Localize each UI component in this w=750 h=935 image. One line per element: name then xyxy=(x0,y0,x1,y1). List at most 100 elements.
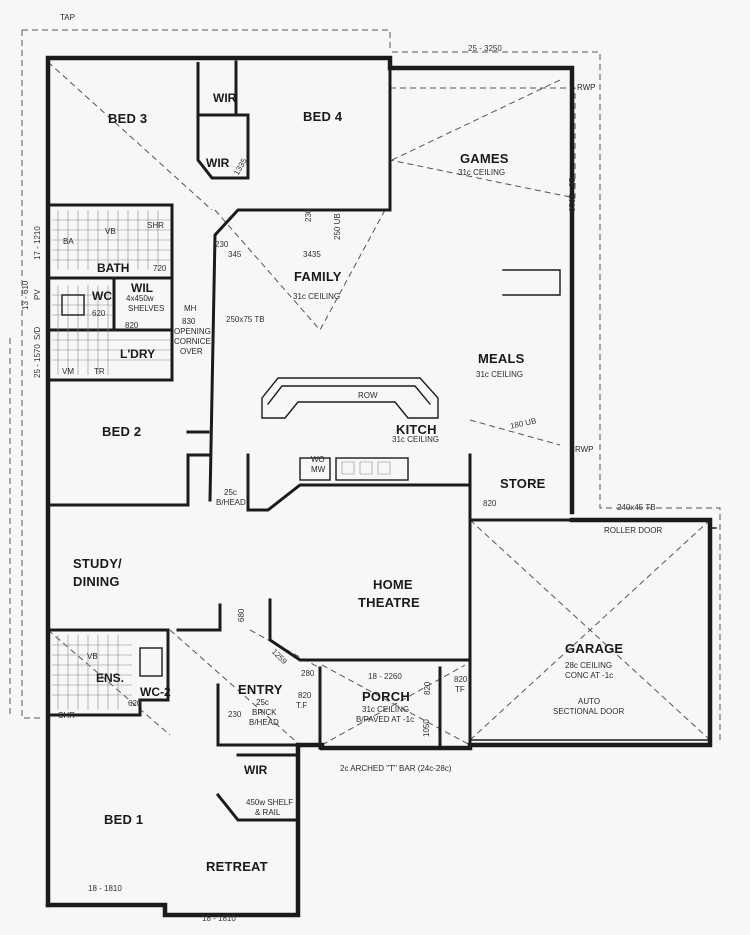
ens-vb-label: VB xyxy=(87,652,98,661)
garage-doors xyxy=(469,269,717,741)
family-ceiling-note: 31c CEILING xyxy=(293,292,341,301)
room-bed-2: BED 2 xyxy=(102,424,142,439)
shelf-note-1: 450w SHELF xyxy=(246,798,294,807)
roller-door-note: ROLLER DOOR xyxy=(604,526,663,535)
tap-label: TAP xyxy=(60,13,75,22)
exterior-walls xyxy=(45,55,713,918)
room-home: HOME xyxy=(373,577,413,592)
dim-230a: 230 xyxy=(215,240,229,249)
dim-230c: 230 xyxy=(228,710,242,719)
garage-ceiling-note: 28c CEILING xyxy=(565,661,613,670)
dim-bottom-18-1810b: 18 - 1810 xyxy=(202,914,236,923)
dim-720: 720 xyxy=(153,264,167,273)
dim-820c: 820 xyxy=(298,691,312,700)
room-retreat: RETREAT xyxy=(206,859,268,874)
dim-top-25-3250: 25 - 3250 xyxy=(468,44,502,53)
dim-345: 345 xyxy=(228,250,242,259)
room-laundry: L'DRY xyxy=(120,347,156,361)
ens-shr-label: SHR xyxy=(58,711,75,720)
entry-brick-1: 25c xyxy=(256,698,269,707)
room-kitch: KITCH xyxy=(396,422,437,437)
room-porch: PORCH xyxy=(362,689,410,704)
dim-18-2260: 18 - 2260 xyxy=(368,672,402,681)
room-ens: ENS. xyxy=(96,671,125,685)
room-meals: MEALS xyxy=(478,351,525,366)
room-bed-3: BED 3 xyxy=(108,111,148,126)
wet-area-tiles xyxy=(52,210,170,710)
dim-1050: 1050 xyxy=(422,719,431,737)
garage-auto-note: AUTO xyxy=(578,697,601,706)
room-theatre: THEATRE xyxy=(358,595,420,610)
rwp-mid-note: RWP xyxy=(575,445,594,454)
entry-tf-note: T.F xyxy=(296,701,308,710)
garage-sectional-note: SECTIONAL DOOR xyxy=(553,707,625,716)
interior-walls xyxy=(46,60,574,822)
arched-bar-note: 2c ARCHED "T" BAR (24c-28c) xyxy=(340,764,452,773)
room-garage: GARAGE xyxy=(565,641,624,656)
dim-left-13-610: 13 - 610 xyxy=(21,280,30,310)
dim-620b: 620 xyxy=(128,699,142,708)
entry-brick-3: B/HEAD xyxy=(249,718,279,727)
room-bath: BATH xyxy=(97,261,130,275)
dim-230b: 230 xyxy=(304,208,313,222)
room-dining: DINING xyxy=(73,574,120,589)
mw-note: MW xyxy=(311,465,326,474)
entry-brick-2: BRICK xyxy=(252,708,277,717)
dim-left-17-1210: 17 - 1210 xyxy=(33,226,42,260)
room-wir-bed3: WIR xyxy=(206,156,230,170)
dim-240x45: 240x45 TB xyxy=(617,503,656,512)
bath-vb-label: VB xyxy=(105,227,116,236)
dim-3435: 3435 xyxy=(303,250,321,259)
meals-ceiling-note: 31c CEILING xyxy=(476,370,524,379)
laundry-vm-label: VM xyxy=(62,367,74,376)
dim-680: 680 xyxy=(237,608,246,622)
opening-note-1: 830 xyxy=(182,317,196,326)
wil-shelves-line1: 4x450w xyxy=(126,294,154,303)
dim-left-pv: PV xyxy=(33,289,42,300)
garage-conc-note: CONC AT -1c xyxy=(565,671,614,680)
bhead-note-1: 25c xyxy=(224,488,237,497)
wil-shelves-line2: SHELVES xyxy=(128,304,165,313)
room-games: GAMES xyxy=(460,151,509,166)
dim-820a: 820 xyxy=(125,321,139,330)
room-wir-bed1: WIR xyxy=(244,763,268,777)
shelf-note-2: & RAIL xyxy=(255,808,281,817)
porch-tf-note: TF xyxy=(455,685,465,694)
room-store: STORE xyxy=(500,476,546,491)
opening-note-4: OVER xyxy=(180,347,203,356)
bhead-note-2: B/HEAD xyxy=(216,498,246,507)
room-wil: WIL xyxy=(131,281,153,295)
opening-note-2: OPENING xyxy=(174,327,211,336)
dim-left-25-1570: 25 - 1570 xyxy=(33,344,42,378)
dim-820d: 820 xyxy=(423,681,432,695)
wo-note: WO xyxy=(311,455,325,464)
porch-ceiling-note: 31c CEILING xyxy=(362,705,410,714)
room-bed-1: BED 1 xyxy=(104,812,144,827)
room-entry: ENTRY xyxy=(238,682,283,697)
dim-280: 280 xyxy=(301,669,315,678)
eave-outline xyxy=(9,29,721,746)
room-wc: WC xyxy=(92,289,112,303)
room-wir-bed4: WIR xyxy=(213,91,237,105)
dim-250ub: 250 UB xyxy=(333,213,342,240)
mh-note: MH xyxy=(184,304,197,313)
games-ceiling-note: 31c CEILING xyxy=(458,168,506,177)
kitchen-island xyxy=(261,377,439,481)
laundry-tr-label: TR xyxy=(94,367,105,376)
room-study: STUDY/ xyxy=(73,556,122,571)
dim-620a: 620 xyxy=(92,309,106,318)
dim-820e: 820 xyxy=(454,675,468,684)
bath-shr-label: SHR xyxy=(147,221,164,230)
dim-bottom-18-1810a: 18 - 1810 xyxy=(88,884,122,893)
room-wc-2: WC-2 xyxy=(140,685,171,699)
bath-ba-label: BA xyxy=(63,237,74,246)
dim-250x75: 250x75 TB xyxy=(226,315,265,324)
rwp-top-note: RWP xyxy=(577,83,596,92)
dim-right-25-1810: 25 - 1810 xyxy=(567,178,576,212)
room-family: FAMILY xyxy=(294,269,342,284)
kitch-ceiling-note: 31c CEILING xyxy=(392,435,440,444)
row-note: ROW xyxy=(358,391,378,400)
opening-note-3: CORNICE xyxy=(174,337,211,346)
porch-paved-note: B/PAVED AT -1c xyxy=(356,715,415,724)
